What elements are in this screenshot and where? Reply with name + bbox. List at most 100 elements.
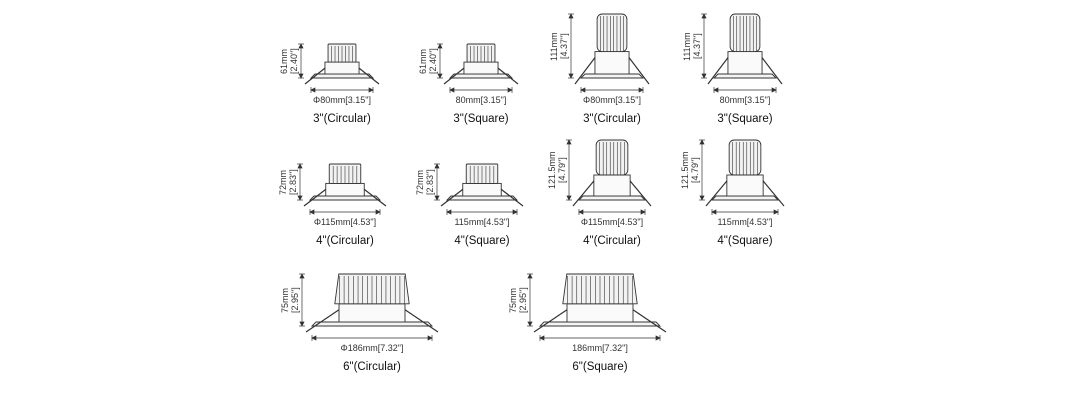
- spring-clip-right: [500, 188, 524, 207]
- luminaire-drawing: [572, 139, 652, 207]
- width-dimension-arrow: [580, 87, 586, 93]
- housing: [594, 51, 630, 75]
- height-dimension-arrow: [298, 43, 304, 49]
- trim-ring: [712, 73, 778, 79]
- width-dimension-arrow: [512, 209, 518, 215]
- model-caption: 4"(Circular): [316, 235, 374, 247]
- height-dimension-arrow: [297, 195, 303, 201]
- dimension-lines: [701, 13, 777, 93]
- width-dimension-arrow: [375, 209, 381, 215]
- width-dimension-label: Φ186mm[7.32"]: [340, 343, 404, 353]
- width-dimension-arrow: [507, 87, 513, 93]
- width-dimension-label: 80mm[3.15"]: [719, 95, 771, 105]
- width-dimension-label: Φ80mm[3.15"]: [583, 95, 641, 105]
- width-dimension-label: Φ115mm[4.53"]: [313, 217, 377, 227]
- trim-ring: [309, 73, 375, 79]
- dimension-lines: [699, 139, 779, 215]
- spring-clip-left: [707, 57, 729, 85]
- housing: [727, 51, 763, 75]
- width-dimension-arrow: [771, 87, 777, 93]
- heat-sink: [728, 139, 762, 176]
- heat-sink: [595, 139, 629, 176]
- height-mm-label: 75mm: [508, 287, 518, 313]
- luminaire-drawing: [443, 43, 519, 85]
- width-dimension-arrow: [368, 87, 374, 93]
- width-dimension-arrow: [449, 87, 455, 93]
- spring-clip-right: [358, 67, 380, 85]
- width-dimension-arrow: [427, 335, 433, 341]
- width-dimension-label: 80mm[3.15"]: [455, 95, 507, 105]
- spring-clip-left: [574, 57, 596, 85]
- height-dimension-arrow: [566, 195, 572, 201]
- luminaire-drawing: [303, 163, 387, 207]
- spring-clip-right: [762, 180, 785, 207]
- height-dimension-arrow: [568, 73, 574, 79]
- height-mm-label: 111mm: [549, 31, 559, 61]
- height-inch-label: [4.79"]: [690, 157, 700, 183]
- trim-ring: [577, 195, 647, 201]
- spring-clip-left: [443, 67, 465, 85]
- width-dimension-label: Φ115mm[4.53"]: [580, 217, 644, 227]
- width-dimension-arrow: [638, 87, 644, 93]
- trim-ring: [308, 195, 382, 201]
- housing: [726, 174, 764, 197]
- height-dimension-arrow: [699, 195, 705, 201]
- height-inch-label: [2.40"]: [428, 48, 438, 74]
- trim-ring: [538, 321, 662, 327]
- height-inch-label: [2.83"]: [425, 169, 435, 195]
- spring-clip-right: [761, 57, 783, 85]
- height-mm-label: 72mm: [278, 169, 288, 195]
- model-caption: 3"(Circular): [313, 113, 371, 125]
- height-inch-label: [2.95"]: [518, 287, 528, 313]
- spring-clip-right: [629, 180, 652, 207]
- trim-ring: [445, 195, 519, 201]
- height-dimension-arrow: [434, 163, 440, 169]
- spring-clip-left: [572, 180, 595, 207]
- model-caption: 3"(Square): [453, 113, 509, 125]
- model-caption: 4"(Square): [717, 235, 773, 247]
- model-caption: 4"(Square): [454, 235, 510, 247]
- height-mm-label: 111mm: [682, 31, 692, 61]
- width-dimension-arrow: [309, 209, 315, 215]
- height-dimension-arrow: [434, 195, 440, 201]
- height-inch-label: [4.37"]: [692, 33, 702, 59]
- spring-clip-left: [705, 180, 728, 207]
- luminaire-drawing: [707, 13, 783, 85]
- heat-sink: [729, 13, 761, 53]
- height-dimension-arrow: [566, 139, 572, 145]
- heat-sink: [596, 13, 628, 53]
- height-mm-label: 72mm: [415, 169, 425, 195]
- height-inch-label: [2.95"]: [290, 287, 300, 313]
- height-dimension-arrow: [701, 73, 707, 79]
- height-mm-label: 61mm: [279, 48, 289, 74]
- height-dimension-arrow: [699, 139, 705, 145]
- spring-clip-right: [404, 309, 439, 333]
- width-dimension-arrow: [446, 209, 452, 215]
- spring-clip-left: [440, 188, 464, 207]
- luminaire-drawing: [440, 163, 524, 207]
- dimension-lines: [297, 163, 381, 215]
- height-dimension-arrow: [437, 43, 443, 49]
- spring-clip-right: [363, 188, 387, 207]
- height-inch-label: [4.79"]: [557, 157, 567, 183]
- luminaire-drawing: [304, 43, 380, 85]
- trim-ring: [710, 195, 780, 201]
- spring-clip-right: [632, 309, 667, 333]
- model-caption: 6"(Square): [572, 361, 628, 373]
- height-mm-label: 75mm: [280, 287, 290, 313]
- housing: [338, 303, 406, 323]
- width-dimension-label: 186mm[7.32"]: [572, 343, 628, 353]
- dimension-lines: [298, 43, 374, 93]
- housing: [593, 174, 631, 197]
- housing: [325, 182, 365, 197]
- width-dimension-arrow: [711, 209, 717, 215]
- height-mm-label: 121.5mm: [547, 151, 557, 189]
- spring-clip-right: [628, 57, 650, 85]
- height-inch-label: [2.83"]: [288, 169, 298, 195]
- width-dimension-arrow: [773, 209, 779, 215]
- trim-ring: [448, 73, 514, 79]
- dimension-lines: [434, 163, 518, 215]
- width-dimension-arrow: [539, 335, 545, 341]
